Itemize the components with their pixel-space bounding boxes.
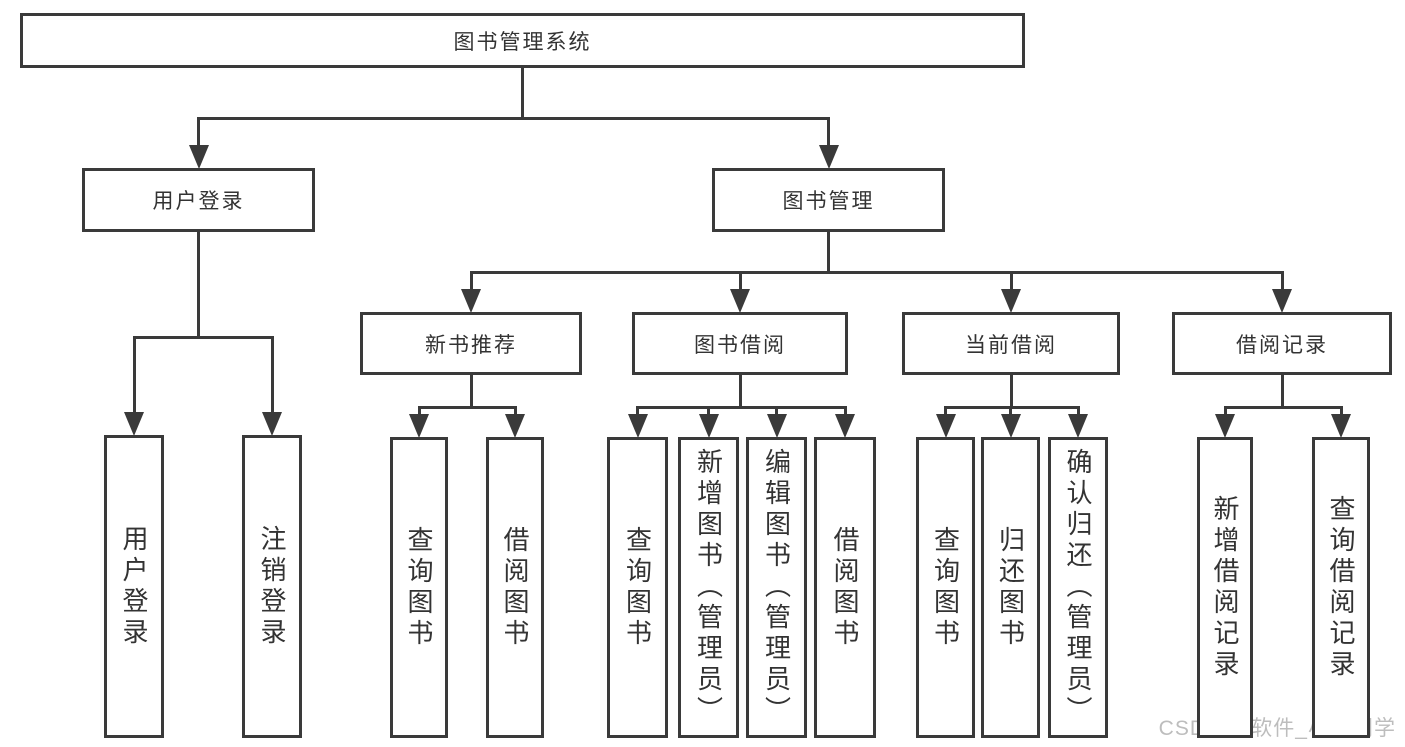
connector-stem [775, 405, 778, 417]
node-cb-confirm: 确认归还（管理员） [1048, 437, 1108, 738]
arrowhead-down-icon [1000, 414, 1021, 438]
node-bb-edit: 编辑图书（管理员） [746, 437, 807, 738]
arrowhead-down-icon [1215, 414, 1235, 438]
arrowhead-down-icon [262, 412, 282, 436]
connector-vline [469, 373, 473, 409]
connector-stem [1009, 405, 1012, 417]
node-label: 确认归还（管理员） [1063, 448, 1093, 727]
node-nb-query: 查询图书 [390, 437, 448, 738]
connector-stem [417, 405, 421, 417]
arrowhead-down-icon [935, 414, 956, 438]
connector-stem [270, 335, 274, 415]
connector-stem [1280, 270, 1284, 292]
connector-stem [1339, 405, 1343, 417]
arrowhead-down-icon [818, 145, 839, 169]
connector-hline [1223, 405, 1343, 409]
connector-stem [132, 335, 136, 415]
connector-vline [1280, 373, 1284, 409]
connector-stem [1223, 405, 1227, 417]
connector-stem [827, 116, 830, 148]
arrowhead-down-icon [1068, 414, 1088, 438]
node-new-books: 新书推荐 [360, 312, 582, 375]
connector-vline [521, 66, 524, 120]
node-label: 图书管理 [782, 190, 875, 213]
arrowhead-down-icon [835, 414, 855, 438]
connector-stem [944, 405, 947, 417]
node-cb-query: 查询图书 [916, 437, 975, 738]
connector-stem [707, 405, 710, 417]
arrowhead-down-icon [409, 414, 429, 438]
node-label: 归还图书 [995, 525, 1026, 650]
connector-stem [1009, 270, 1013, 292]
node-label: 用户登录 [119, 524, 149, 649]
node-br-add: 新增借阅记录 [1197, 437, 1253, 738]
node-label: 当前借阅 [965, 333, 1057, 357]
connector-stem [738, 270, 742, 292]
connector-stem [843, 405, 847, 417]
arrowhead-down-icon [1272, 289, 1292, 313]
node-label: 查询图书 [930, 525, 961, 650]
arrowhead-down-icon [188, 145, 209, 169]
node-root: 图书管理系统 [20, 13, 1025, 68]
node-label: 查询图书 [622, 525, 653, 650]
connector-hline [132, 335, 274, 339]
node-bb-query: 查询图书 [607, 437, 668, 738]
connector-hline [417, 405, 517, 409]
node-label: 借阅图书 [830, 525, 860, 650]
arrowhead-down-icon [1331, 414, 1351, 438]
connector-hline [469, 270, 1284, 274]
node-book-mgmt: 图书管理 [712, 168, 945, 232]
connector-vline [1009, 373, 1013, 409]
node-cb-return: 归还图书 [981, 437, 1040, 738]
connector-stem [469, 270, 473, 292]
connector-hline [636, 405, 847, 409]
node-label: 新增图书（管理员） [693, 448, 724, 727]
node-label: 编辑图书（管理员） [761, 448, 792, 727]
node-label: 查询图书 [404, 525, 434, 650]
connector-hline [197, 116, 830, 120]
node-label: 用户登录 [152, 190, 245, 213]
arrowhead-down-icon [505, 414, 525, 438]
node-bb-add: 新增图书（管理员） [678, 437, 739, 738]
arrowhead-down-icon [627, 414, 648, 438]
connector-stem [1076, 405, 1080, 417]
node-label: 查询借阅记录 [1326, 494, 1356, 681]
node-borrow-records: 借阅记录 [1172, 312, 1392, 375]
connector-vline [827, 230, 830, 274]
connector-vline [197, 230, 200, 339]
connector-stem [636, 405, 639, 417]
arrowhead-down-icon [461, 289, 481, 313]
node-bb-borrow: 借阅图书 [814, 437, 876, 738]
node-label: 新书推荐 [425, 333, 517, 357]
connector-stem [197, 116, 200, 148]
node-nb-borrow: 借阅图书 [486, 437, 544, 738]
node-user-login: 用户登录 [82, 168, 315, 232]
arrowhead-down-icon [124, 412, 144, 436]
node-label: 新增借阅记录 [1210, 494, 1240, 681]
node-label: 借阅记录 [1236, 333, 1328, 357]
node-label: 借阅图书 [500, 525, 530, 650]
connector-vline [738, 373, 742, 409]
connector-stem [513, 405, 517, 417]
node-label: 注销登录 [257, 524, 287, 649]
node-book-borrow: 图书借阅 [632, 312, 848, 375]
node-label: 图书管理系统 [453, 30, 592, 54]
node-leaf-logout: 注销登录 [242, 435, 302, 738]
node-label: 图书借阅 [694, 333, 786, 357]
arrowhead-down-icon [766, 414, 787, 438]
arrowhead-down-icon [1001, 289, 1021, 313]
node-leaf-user-login: 用户登录 [104, 435, 164, 738]
arrowhead-down-icon [730, 289, 750, 313]
node-br-query: 查询借阅记录 [1312, 437, 1370, 738]
node-current-borrow: 当前借阅 [902, 312, 1120, 375]
arrowhead-down-icon [698, 414, 719, 438]
